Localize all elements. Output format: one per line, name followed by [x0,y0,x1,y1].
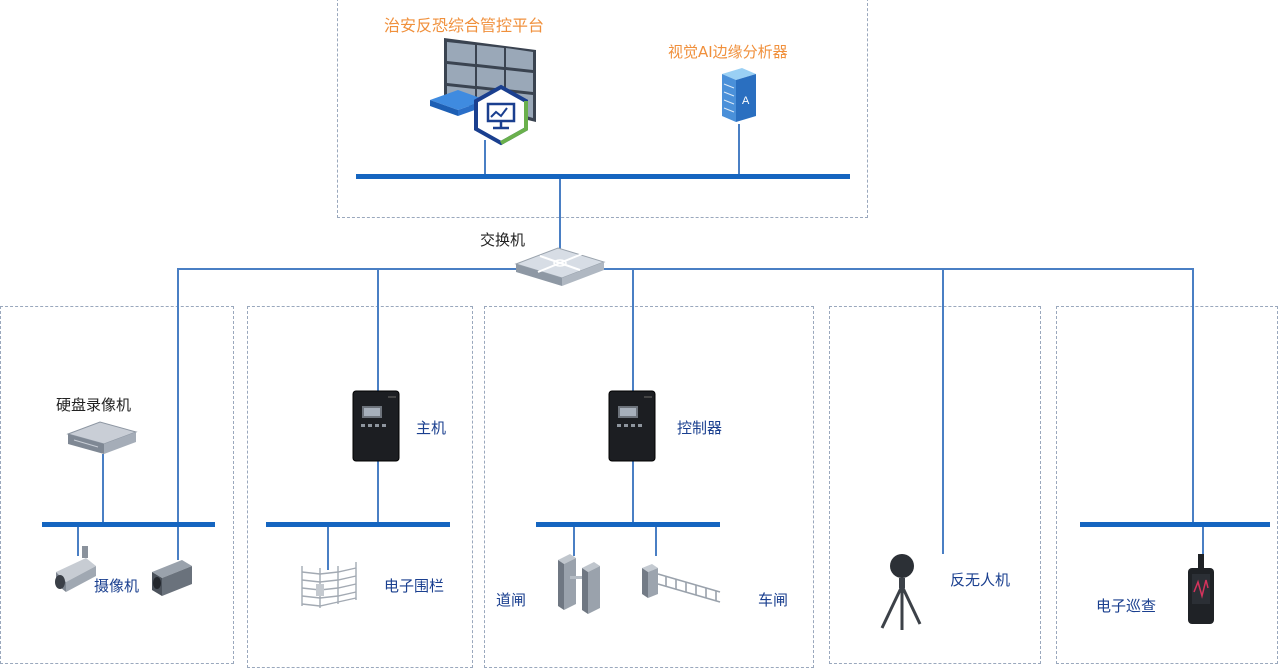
box-camera-icon [152,560,192,596]
platform-drop-wire [484,140,486,176]
camera1-wire [77,526,79,556]
gate-bus [536,522,720,527]
patrol-down-wire [1192,268,1194,524]
fence-host-icon [352,390,400,462]
antidrone-group-box [829,306,1041,664]
platform-group-box [337,0,868,218]
electric-fence-label: 电子围栏 [384,577,445,595]
desktop-host-icon [430,90,486,116]
turnstile-wire [573,526,575,556]
switch-label: 交换机 [480,231,526,249]
video-down-wire [177,268,179,524]
patrol-group-box [1056,306,1278,664]
edge-ai-drop-wire [738,124,740,176]
fence-wire [327,526,329,570]
anti-drone-label: 反无人机 [950,571,1011,589]
camera-label: 摄像机 [94,577,140,595]
fence-group-box [247,306,473,668]
fence-bus [266,522,450,527]
turnstile-label: 道闸 [496,591,527,609]
nvr-bus-wire [102,454,104,524]
turnstile-icon [558,554,600,614]
barrier-gate-label: 车闸 [758,591,789,609]
host-bus-wire [377,460,379,524]
switch-uplink-wire [559,176,561,250]
distribution-wire [177,268,1193,270]
patrol-label: 电子巡查 [1096,597,1157,615]
gate-group-box [484,306,814,668]
svg-text:A: A [742,95,750,107]
patrol-handset-icon [1188,554,1214,624]
fence-down-wire [377,268,379,392]
barrier-gate-icon [642,564,721,603]
controller-bus-wire [632,460,634,524]
nvr-label: 硬盘录像机 [56,396,132,414]
antidrone-down-wire [942,268,944,554]
anti-drone-device-icon [880,554,922,630]
video-group-box [0,306,234,664]
fence-host-label: 主机 [416,419,447,437]
nvr-icon [66,421,138,454]
platform-bus [356,174,850,179]
camera2-wire [177,526,179,560]
video-bus [42,522,215,527]
gate-down-wire [632,268,634,392]
electric-fence-icon [301,562,357,608]
platform-label: 治安反恐综合管控平台 [384,16,545,35]
switch-icon [514,247,606,286]
controller-label: 控制器 [677,419,723,437]
patrol-wire [1202,526,1204,556]
controller-icon [608,390,656,462]
bullet-camera-icon [55,546,96,592]
barrier-wire [655,526,657,556]
monitor-hexagon-icon [474,84,528,146]
edge-ai-label: 视觉AI边缘分析器 [668,43,788,61]
patrol-bus [1080,522,1270,527]
ai-server-icon: A [722,68,756,122]
